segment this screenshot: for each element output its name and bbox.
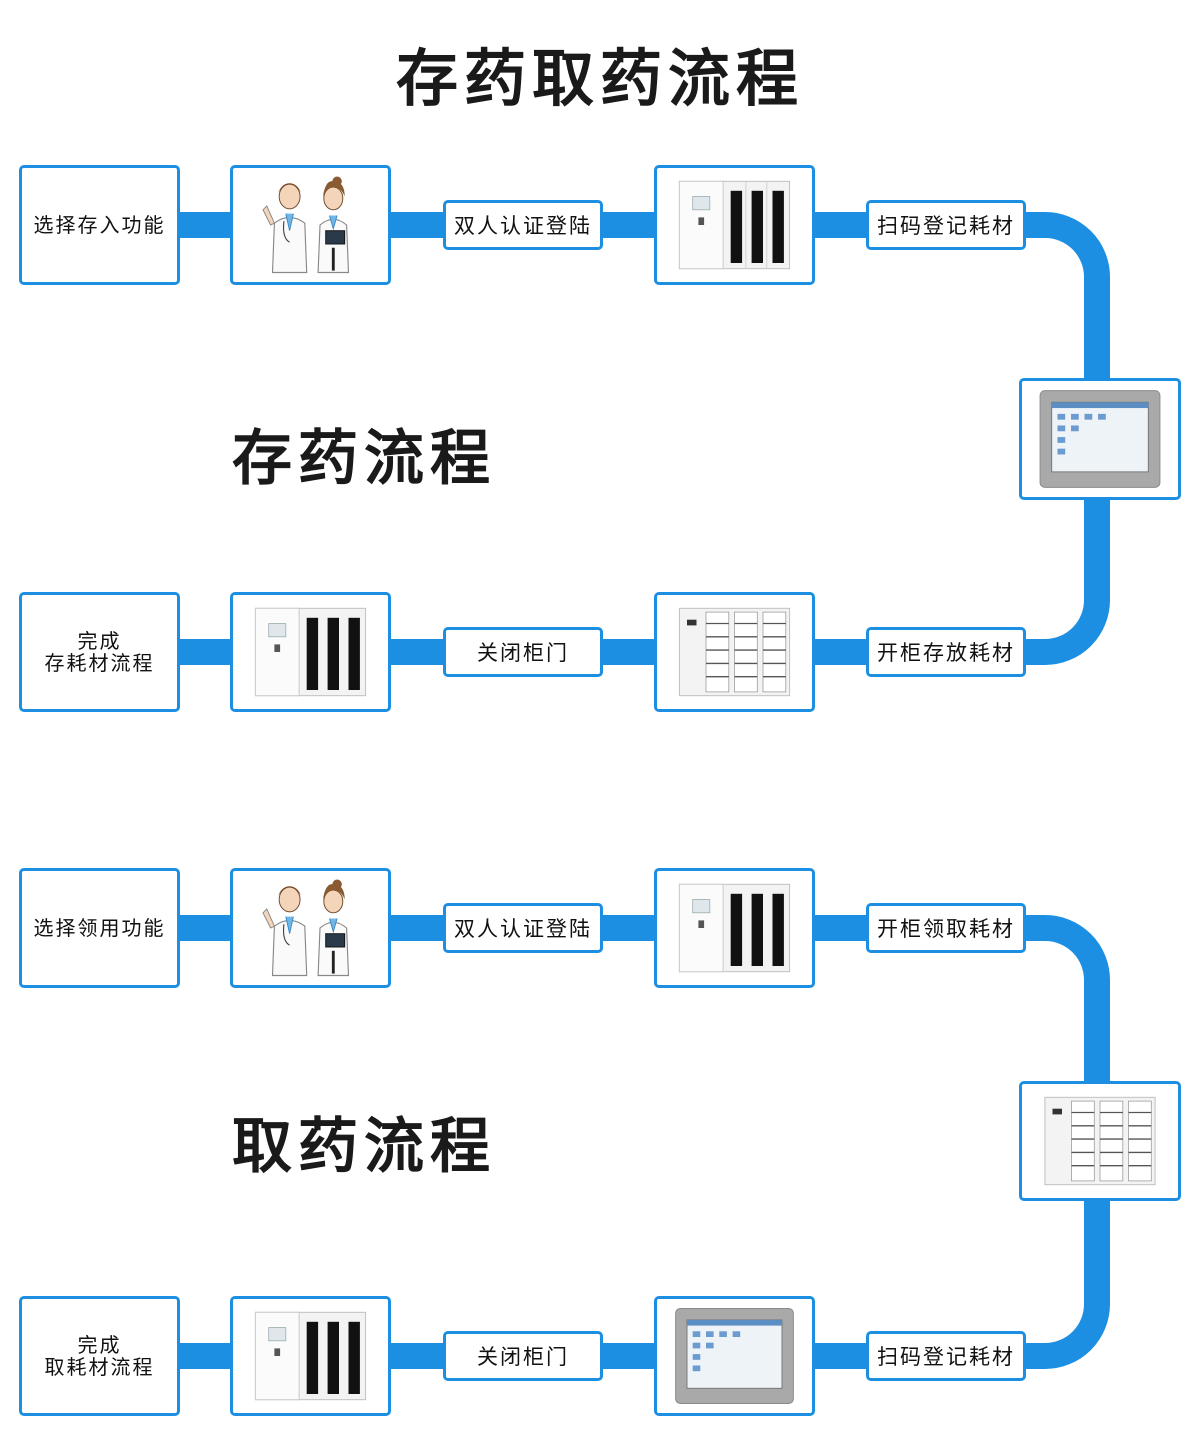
store-doctors-image — [230, 165, 391, 285]
store-open-label: 开柜存放耗材 — [877, 641, 1015, 665]
cabinet-open-icon — [1044, 1096, 1156, 1186]
retrieve-start-node: 选择领用功能 — [19, 868, 180, 988]
retrieve-close-step: 关闭柜门 — [443, 1331, 603, 1381]
store-open-step: 开柜存放耗材 — [866, 627, 1026, 677]
touch-screen-icon — [1039, 390, 1161, 488]
retrieve-open-label: 开柜领取耗材 — [877, 917, 1015, 941]
store-end-line1: 完成 — [77, 629, 122, 653]
store-start-label: 选择存入功能 — [33, 213, 166, 237]
cabinet-closed-icon — [254, 607, 367, 697]
store-section-title: 存药流程 — [232, 424, 496, 494]
store-cabinet-closed-image-2 — [230, 592, 391, 712]
cabinet-closed-icon — [678, 883, 791, 973]
retrieve-scan-step: 扫码登记耗材 — [866, 1331, 1026, 1381]
retrieve-doctors-image — [230, 868, 391, 988]
store-end-line2: 存耗材流程 — [44, 651, 155, 675]
store-touch-screen-image — [1019, 378, 1181, 500]
store-auth-label: 双人认证登陆 — [454, 214, 592, 238]
retrieve-close-label: 关闭柜门 — [477, 1345, 569, 1369]
retrieve-auth-label: 双人认证登陆 — [454, 917, 592, 941]
retrieve-touch-screen-image — [654, 1296, 815, 1416]
page-title: 存药取药流程 — [395, 42, 804, 115]
cabinet-closed-icon — [678, 180, 791, 270]
doctors-illustration-icon — [262, 879, 350, 977]
retrieve-end-line2: 取耗材流程 — [44, 1355, 155, 1379]
retrieve-open-step: 开柜领取耗材 — [866, 903, 1026, 953]
store-scan-label: 扫码登记耗材 — [877, 214, 1015, 238]
store-scan-step: 扫码登记耗材 — [866, 200, 1026, 250]
cabinet-open-icon — [678, 607, 791, 697]
retrieve-end-node: 完成 取耗材流程 — [19, 1296, 180, 1416]
retrieve-cabinet-closed-image-2 — [230, 1296, 391, 1416]
store-close-label: 关闭柜门 — [477, 641, 569, 665]
store-cabinet-closed-image — [654, 165, 815, 285]
store-end-node: 完成 存耗材流程 — [19, 592, 180, 712]
retrieve-end-line1: 完成 — [77, 1333, 122, 1357]
retrieve-scan-label: 扫码登记耗材 — [877, 1345, 1015, 1369]
doctors-illustration-icon — [262, 176, 350, 274]
retrieve-start-label: 选择领用功能 — [33, 916, 166, 940]
cabinet-closed-icon — [254, 1311, 367, 1401]
store-auth-step: 双人认证登陆 — [443, 200, 603, 250]
retrieve-cabinet-closed-image — [654, 868, 815, 988]
store-start-node: 选择存入功能 — [19, 165, 180, 285]
retrieve-cabinet-open-image — [1019, 1081, 1181, 1201]
touch-screen-icon — [675, 1308, 794, 1404]
retrieve-auth-step: 双人认证登陆 — [443, 903, 603, 953]
retrieve-section-title: 取药流程 — [232, 1112, 496, 1182]
store-cabinet-open-image — [654, 592, 815, 712]
store-close-step: 关闭柜门 — [443, 627, 603, 677]
